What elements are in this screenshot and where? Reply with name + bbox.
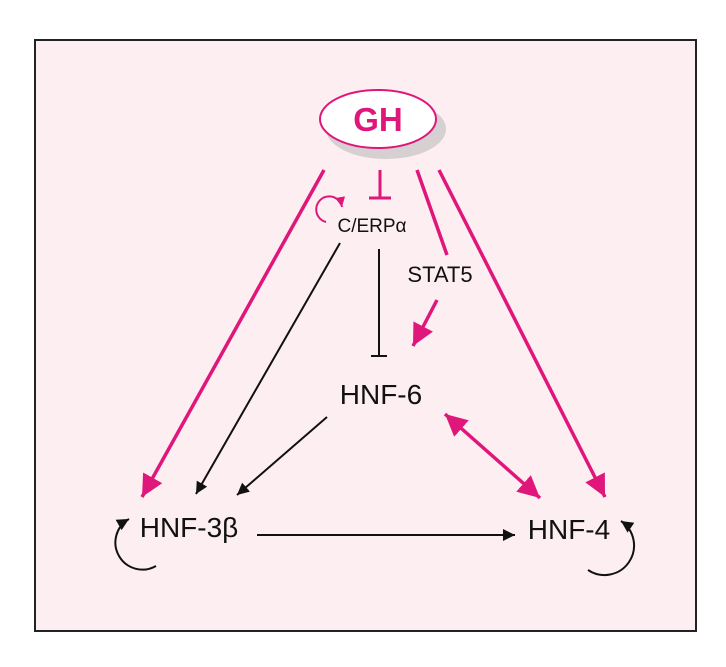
hnf4-label: HNF-4 — [528, 514, 610, 545]
stat5-label: STAT5 — [407, 262, 472, 287]
edge-hnf6-to-hnf3b — [236, 416, 328, 496]
hnf4-self-loop — [587, 520, 635, 577]
edge-cebpa-to-hnf3b — [195, 242, 341, 495]
gh-label: GH — [353, 101, 403, 138]
hnf3b-label: HNF-3β — [140, 512, 239, 543]
cebpa-label: C/ERPα — [337, 216, 406, 237]
edge-gh-to-stat5 — [415, 169, 449, 256]
hnf3b-self-loop — [114, 518, 157, 571]
edge-stat5-to-hnf6 — [411, 299, 439, 347]
gh-node — [319, 89, 437, 149]
cebpa-self-loop — [315, 195, 346, 223]
hnf6-label: HNF-6 — [340, 379, 422, 410]
edge-gh-to-hnf4 — [437, 169, 607, 498]
edge-hnf6-hnf4-bidirectional — [443, 412, 542, 500]
edge-gh-to-hnf3b — [140, 169, 326, 498]
